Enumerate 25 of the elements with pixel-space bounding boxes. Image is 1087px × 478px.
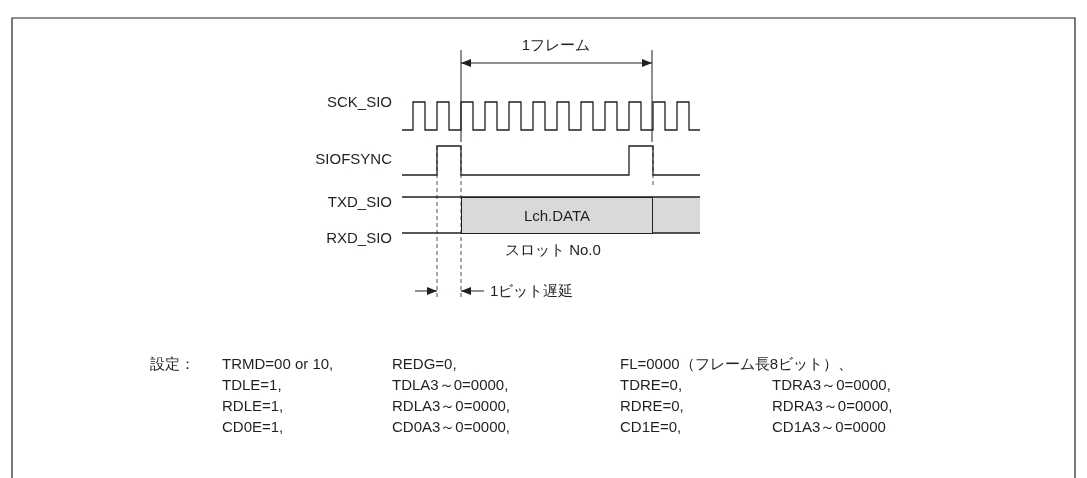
setting-value: CD1E=0, <box>620 418 682 436</box>
setting-value: RDLE=1, <box>222 397 284 415</box>
signal-name: SIOFSYNC <box>315 150 392 168</box>
setting-value: CD0E=1, <box>222 418 284 436</box>
setting-value: TDLE=1, <box>222 376 282 394</box>
data-slot <box>461 197 653 234</box>
delay-label: 1ビット遅延 <box>490 282 574 300</box>
setting-value: TRMD=00 or 10, <box>222 355 334 373</box>
setting-value: TDLA3～0=0000, <box>392 376 509 394</box>
slot-number-label: スロット No.0 <box>505 241 601 259</box>
setting-value: RDRE=0, <box>620 397 684 415</box>
setting-value: RDRA3～0=0000, <box>772 397 893 415</box>
setting-value: REDG=0, <box>392 355 457 373</box>
setting-value: CD0A3～0=0000, <box>392 418 510 436</box>
slot-label: Lch.DATA <box>523 207 591 224</box>
signal-name: RXD_SIO <box>326 229 392 247</box>
frame-length-label: 1フレーム <box>521 36 591 54</box>
signal-name: SCK_SIO <box>326 93 392 111</box>
setting-value: CD1A3～0=0000 <box>772 418 886 436</box>
signal-name: TXD_SIO <box>327 193 392 211</box>
settings-heading: 設定： <box>150 355 195 373</box>
setting-value: RDLA3～0=0000, <box>392 397 510 415</box>
setting-value: TDRE=0, <box>620 376 683 394</box>
setting-value: TDRA3～0=0000, <box>772 376 891 394</box>
setting-value: FL=0000（フレーム長8ビット）、 <box>620 355 853 373</box>
